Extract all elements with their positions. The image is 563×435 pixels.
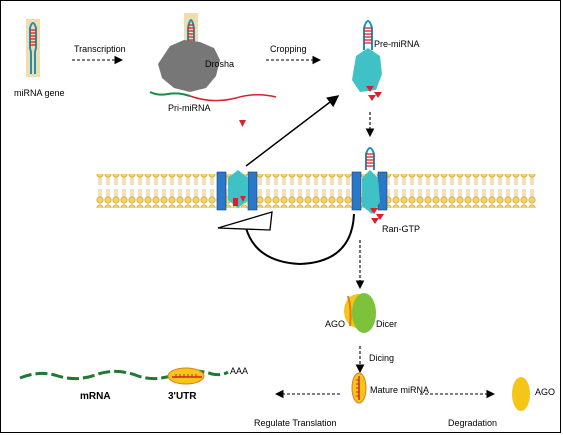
pre-mirna-exportin-icon — [352, 20, 382, 101]
ago-dicer-complex-icon — [344, 293, 376, 333]
label-drosha: Drosha — [205, 59, 234, 69]
label-degradation: Degradation — [448, 418, 497, 428]
mature-mirna-icon — [351, 372, 367, 404]
label-dicing: Dicing — [369, 353, 394, 363]
label-ago: AGO — [325, 319, 345, 329]
label-mirna-gene: miRNA gene — [14, 88, 65, 98]
label-3utr: 3'UTR — [168, 391, 197, 402]
rna-fragment-icon — [239, 120, 246, 127]
ago-free-icon — [512, 377, 530, 411]
mirna-gene-icon — [26, 19, 40, 77]
recycling-curve-arrow — [217, 211, 355, 266]
label-regulate-translation: Regulate Translation — [254, 418, 337, 428]
label-transcription: Transcription — [74, 44, 126, 54]
label-ago-free: AGO — [535, 387, 555, 397]
label-mrna: mRNA — [80, 391, 111, 402]
utr-mirna-binding-icon — [167, 367, 205, 385]
label-dicer: Dicer — [376, 319, 397, 329]
label-pri-mirna: Pri-miRNA — [168, 103, 211, 113]
label-pre-mirna: Pre-miRNA — [374, 39, 420, 49]
mrna-strand-icon — [19, 369, 229, 381]
nuclear-pore-right-icon — [351, 147, 388, 224]
nuclear-membrane — [96, 174, 536, 208]
label-mature-mirna: Mature miRNA — [370, 385, 429, 395]
nuclear-pore-left-icon — [216, 170, 258, 211]
drosha-complex-icon — [149, 13, 277, 102]
label-aaa: AAA — [230, 366, 248, 376]
label-ran-gtp: Ran-GTP — [382, 224, 420, 234]
recycle-up-arrow — [245, 95, 340, 167]
label-cropping: Cropping — [270, 44, 307, 54]
